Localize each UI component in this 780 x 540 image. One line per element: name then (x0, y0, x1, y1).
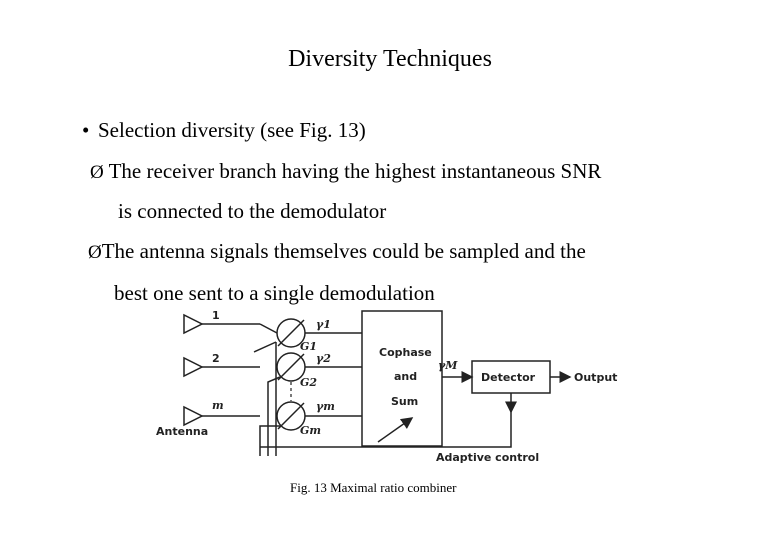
adaptive-control-label: Adaptive control (436, 451, 539, 464)
antenna-2-icon (183, 356, 204, 378)
sub-bullet-continuation: is connected to the demodulator (118, 199, 387, 223)
gamma-1-label: γ1 (316, 318, 331, 331)
sub-bullet-highest-snr: Ø The receiver branch having the highest… (90, 159, 601, 184)
gamma-m-label: γm (316, 400, 335, 413)
control-line-m (259, 425, 280, 456)
arrow-bullet-icon: Ø (88, 242, 102, 263)
gain-1-label: G1 (300, 340, 317, 353)
gain-m-label: Gm (300, 424, 321, 437)
branch-1-label: 1 (212, 309, 220, 322)
combiner-switch-arrow (377, 417, 414, 443)
detector-label: Detector (481, 371, 536, 384)
arrow-bullet-icon: Ø (90, 162, 104, 183)
bullet-selection-diversity: • Selection diversity (see Fig. 13) (82, 118, 366, 143)
combiner-line-1: Cophase (379, 346, 432, 359)
sub-bullet-antenna-sampling: ØThe antenna signals themselves could be… (88, 239, 586, 264)
branch-2-label: 2 (212, 352, 220, 365)
gain-2-label: G2 (300, 376, 317, 389)
combiner-line-2: and (394, 370, 417, 383)
gamma-2-label: γ2 (316, 352, 331, 365)
antenna-m-icon (183, 405, 204, 427)
adaptive-control-line (260, 412, 512, 448)
maximal-ratio-combiner-diagram: 1 2 m Antenna γ1 (156, 309, 617, 464)
sub-bullet-continuation: best one sent to a single demodulation (114, 281, 435, 305)
output-label: Output (574, 371, 617, 384)
control-line-2 (267, 376, 281, 456)
sub-bullet-text: The antenna signals themselves could be … (101, 239, 586, 263)
antenna-label: Antenna (156, 425, 208, 438)
antenna-1-icon (183, 313, 204, 335)
gamma-out-label: γM (438, 359, 458, 372)
sub-bullet-text: The receiver branch having the highest i… (108, 159, 602, 183)
bullet-dot-icon: • (82, 118, 90, 142)
figure-caption: Fig. 13 Maximal ratio combiner (290, 480, 457, 495)
combiner-line-3: Sum (391, 395, 418, 408)
branch-m-label: m (212, 399, 224, 412)
slide-title: Diversity Techniques (288, 46, 492, 72)
bullet-text: Selection diversity (see Fig. 13) (98, 118, 366, 142)
cophase-sum-box (361, 310, 443, 447)
